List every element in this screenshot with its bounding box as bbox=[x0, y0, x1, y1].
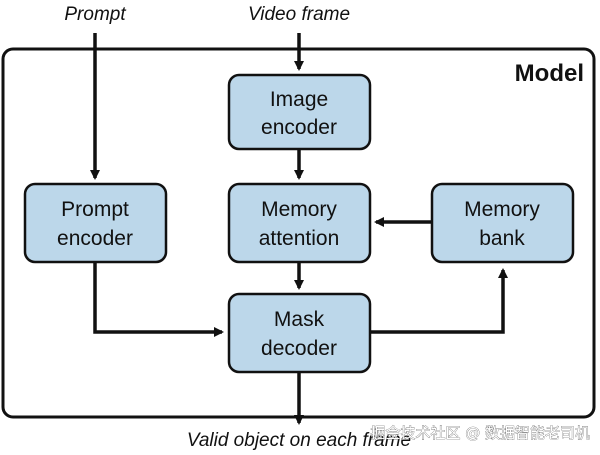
prompt-input-label: Prompt bbox=[64, 4, 126, 25]
mask-decoder-label-line2: decoder bbox=[261, 337, 337, 360]
memory-bank-label-line1: Memory bbox=[464, 198, 540, 221]
prompt-encoder-label-line2: encoder bbox=[57, 227, 133, 250]
video-frame-input-label: Video frame bbox=[248, 4, 350, 25]
image-encoder-label-line1: Image bbox=[270, 88, 328, 111]
connections bbox=[90, 33, 508, 425]
mask-decoder-label-line1: Mask bbox=[274, 308, 325, 331]
prompt-encoder-label-line1: Prompt bbox=[61, 198, 129, 221]
memory-attention-label-line2: attention bbox=[259, 227, 340, 250]
model-label: Model bbox=[515, 60, 584, 87]
arrow-prompt-encoder-to-mask-decoder bbox=[93, 262, 224, 337]
image-encoder-node: Image encoder bbox=[227, 73, 372, 151]
mask-decoder-node: Mask decoder bbox=[227, 292, 372, 374]
memory-bank-node: Memory bank bbox=[430, 182, 575, 264]
watermark-text: 掘金技术社区 @ 数据智能老司机 bbox=[370, 424, 590, 442]
memory-attention-node: Memory attention bbox=[227, 182, 372, 264]
prompt-encoder-node: Prompt encoder bbox=[23, 182, 168, 264]
image-encoder-label-line2: encoder bbox=[261, 116, 337, 139]
memory-bank-label-line2: bank bbox=[479, 227, 525, 250]
arrow-mask-decoder-to-memory-bank bbox=[371, 268, 508, 334]
output-label: Valid object on each frame bbox=[187, 430, 411, 451]
memory-attention-label-line1: Memory bbox=[261, 198, 337, 221]
